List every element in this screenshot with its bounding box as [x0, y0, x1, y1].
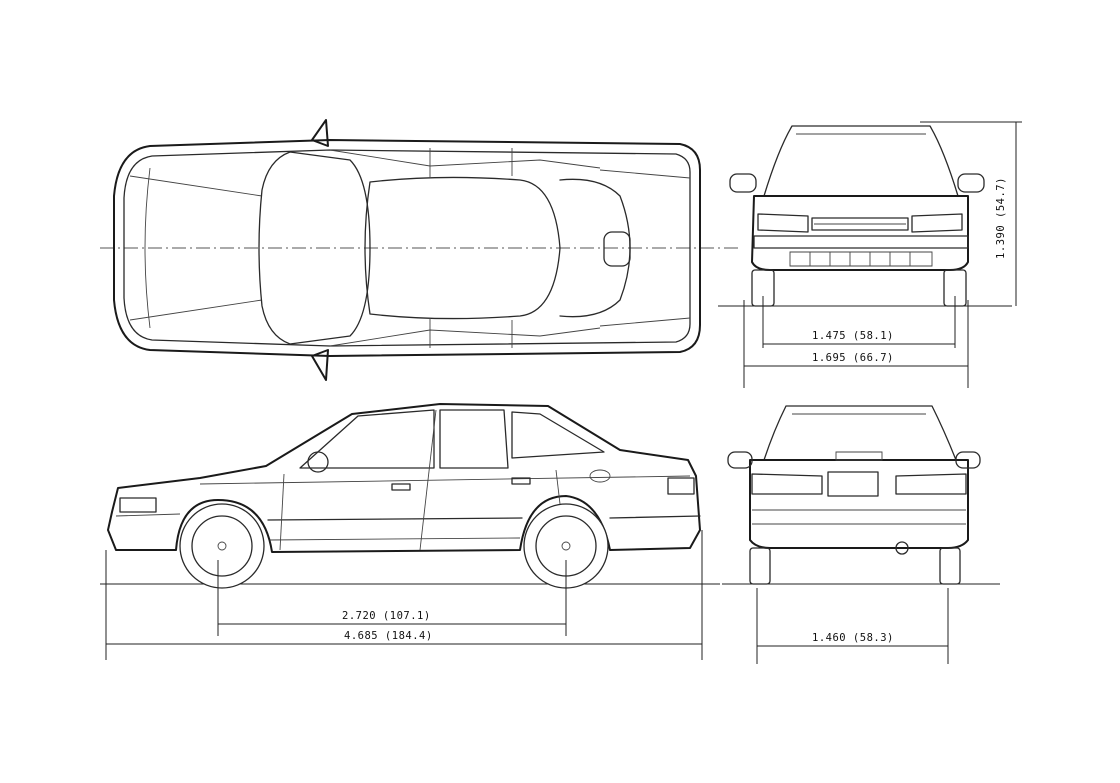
front-view: [718, 121, 1022, 388]
overall-height-label: 1.390 (54.7): [995, 177, 1007, 259]
overall-width-label: 1.695 (66.7): [812, 352, 894, 364]
overall-length-label: 4.685 (184.4): [344, 630, 433, 642]
wheelbase-label: 2.720 (107.1): [342, 610, 431, 622]
rear-track-label: 1.460 (58.3): [812, 632, 894, 644]
side-view: [100, 403, 720, 660]
rear-view: [722, 405, 1000, 664]
top-view: [100, 119, 740, 381]
front-track-label: 1.475 (58.1): [812, 330, 894, 342]
